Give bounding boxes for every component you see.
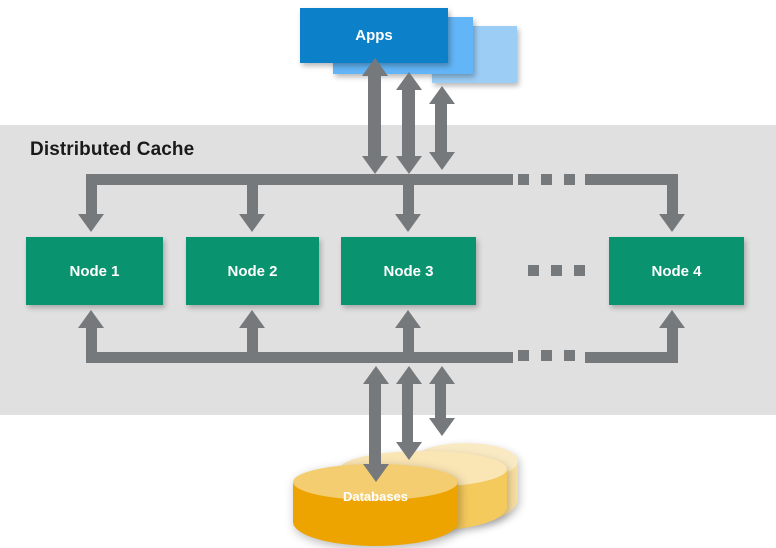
apps-link-2-stem — [402, 88, 415, 162]
node-label: Node 4 — [651, 262, 702, 280]
bus-top-segment-right — [585, 174, 678, 185]
node-4-return-arrowhead — [659, 310, 685, 328]
node-1-feed-arrowhead — [78, 214, 104, 232]
node-label: Node 2 — [227, 262, 278, 280]
node-3-feed-stem — [403, 174, 414, 218]
node-2-feed-arrowhead — [239, 214, 265, 232]
apps-rect-front[interactable] — [300, 8, 448, 63]
ellipsis-dot — [574, 265, 585, 276]
node-4-return-stem — [667, 326, 678, 358]
db-link-1-arrowhead-down — [363, 464, 389, 482]
node-1-return-arrowhead — [78, 310, 104, 328]
ellipsis-dot — [564, 174, 575, 185]
ellipsis-dot — [518, 350, 529, 361]
node-box-3[interactable]: Node 3 — [341, 237, 476, 305]
db-link-3-arrowhead-down — [429, 418, 455, 436]
db-link-1-arrowhead-up — [363, 366, 389, 384]
ellipsis-dot — [518, 174, 529, 185]
bus-bottom-ellipsis — [518, 350, 575, 361]
ellipsis-dot — [541, 174, 552, 185]
apps-link-2-arrowhead-down — [396, 156, 422, 174]
node-1-feed-stem — [86, 174, 97, 218]
node-row-ellipsis — [528, 265, 585, 276]
apps-label: Apps — [355, 27, 393, 44]
db-link-1-stem — [369, 382, 381, 466]
node-box-2[interactable]: Node 2 — [186, 237, 319, 305]
db-link-3-stem — [435, 382, 446, 420]
node-label: Node 1 — [69, 262, 120, 280]
node-3-return-arrowhead — [395, 310, 421, 328]
node-3-return-stem — [403, 326, 414, 358]
node-1-return-stem — [86, 326, 97, 358]
apps-link-3-stem — [435, 102, 447, 158]
apps-link-1-arrowhead-down — [362, 156, 388, 174]
ellipsis-dot — [551, 265, 562, 276]
bus-top-segment-left — [86, 174, 513, 185]
distributed-cache-label: Distributed Cache — [30, 139, 195, 160]
apps-link-2-arrowhead-up — [396, 72, 422, 90]
node-4-feed-arrowhead — [659, 214, 685, 232]
apps-link-3-arrowhead-down — [429, 152, 455, 170]
bus-bottom-segment-right — [585, 352, 678, 363]
node-3-feed-arrowhead — [395, 214, 421, 232]
db-link-2-arrowhead-down — [396, 442, 422, 460]
bus-top-ellipsis — [518, 174, 575, 185]
bus-bottom-segment-left — [86, 352, 513, 363]
db-link-2-stem — [402, 382, 413, 444]
node-2-feed-stem — [247, 174, 258, 218]
node-4-feed-stem — [667, 174, 678, 218]
ellipsis-dot — [541, 350, 552, 361]
apps-link-1-arrowhead-up — [362, 58, 388, 76]
db-link-2-arrowhead-up — [396, 366, 422, 384]
ellipsis-dot — [564, 350, 575, 361]
db-link-3-arrowhead-up — [429, 366, 455, 384]
node-box-1[interactable]: Node 1 — [26, 237, 163, 305]
databases-label: Databases — [342, 489, 409, 504]
apps-link-3-arrowhead-up — [429, 86, 455, 104]
node-2-return-stem — [247, 326, 258, 358]
database-cylinder-front[interactable] — [293, 464, 458, 546]
apps-link-1-stem — [368, 74, 381, 162]
node-box-4[interactable]: Node 4 — [609, 237, 744, 305]
node-2-return-arrowhead — [239, 310, 265, 328]
node-label: Node 3 — [383, 262, 434, 280]
ellipsis-dot — [528, 265, 539, 276]
